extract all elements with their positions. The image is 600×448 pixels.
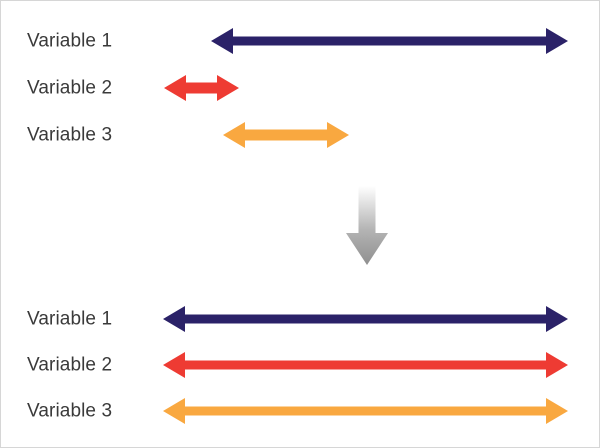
arrow-shape	[223, 122, 349, 148]
bottom-label-variable-2: Variable 2	[27, 354, 113, 376]
bottom-arrow-variable-3	[163, 398, 568, 424]
arrow-shape	[163, 398, 568, 424]
top-label-variable-1: Variable 1	[27, 30, 113, 52]
top-arrow-variable-1	[211, 28, 568, 54]
top-arrow-variable-2	[164, 75, 239, 101]
down-arrow-svg	[346, 186, 388, 265]
down-arrow-shape	[346, 186, 388, 265]
arrow-shape	[164, 75, 239, 101]
bottom-label-variable-1: Variable 1	[27, 308, 113, 330]
top-label-variable-2: Variable 2	[27, 77, 113, 99]
bottom-arrow-variable-2	[163, 352, 568, 378]
transition-down-arrow	[346, 186, 388, 265]
arrow-shape	[211, 28, 568, 54]
arrow-shape	[163, 352, 568, 378]
top-arrow-variable-3	[223, 122, 349, 148]
top-label-variable-3: Variable 3	[27, 124, 113, 146]
bottom-arrow-variable-1	[163, 306, 568, 332]
bottom-label-variable-3: Variable 3	[27, 400, 113, 422]
arrow-shape	[163, 306, 568, 332]
